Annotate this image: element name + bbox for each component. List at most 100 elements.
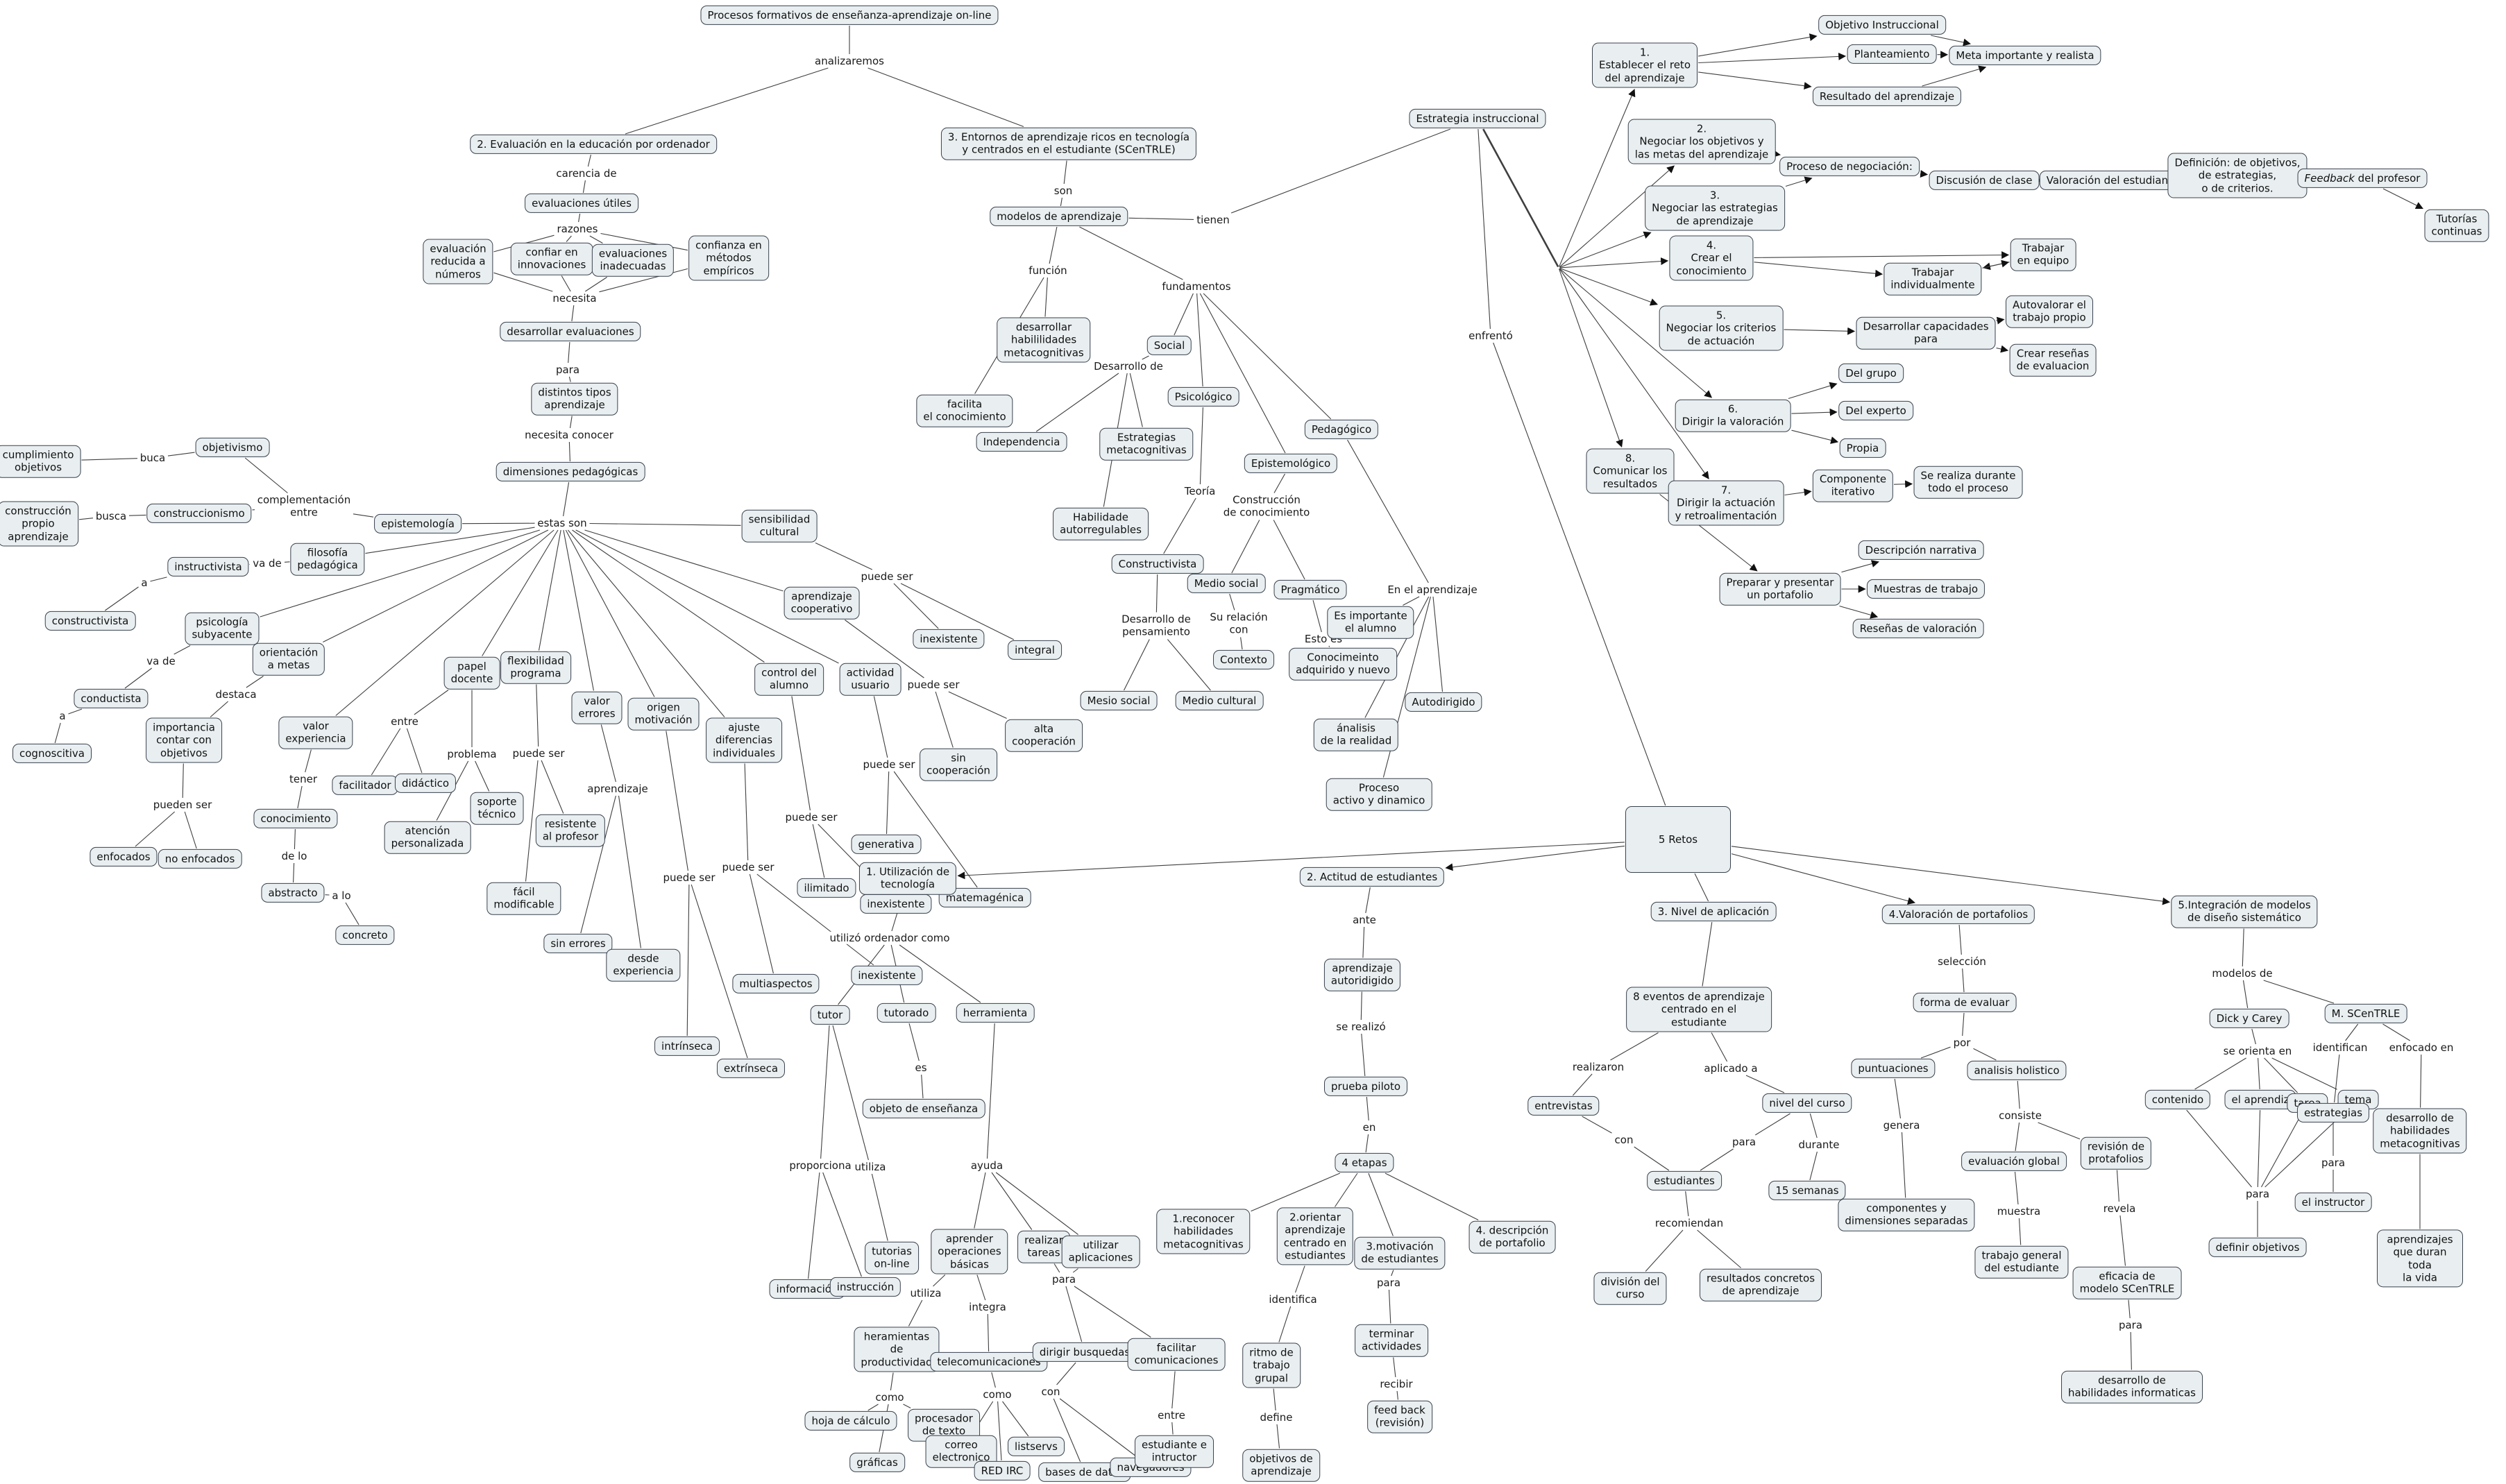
concept-multiaspectos[interactable]: multiaspectos xyxy=(732,973,820,994)
concept-importancia[interactable]: importancia contar con objetivos xyxy=(146,717,222,763)
concept-muestras[interactable]: Muestras de trabajo xyxy=(1866,579,1986,599)
concept-portafolio[interactable]: Preparar y presentar un portafolio xyxy=(1719,572,1841,606)
concept-n3[interactable]: 3. Entornos de aprendizaje ricos en tecn… xyxy=(940,127,1197,160)
concept-correo[interactable]: correo electronico xyxy=(925,1435,997,1468)
concept-puntuaciones[interactable]: puntuaciones xyxy=(1851,1058,1936,1079)
concept-meta[interactable]: Meta importante y realista xyxy=(1949,45,2101,66)
concept-evalutiles[interactable]: evaluaciones útiles xyxy=(525,193,638,214)
concept-tutorado[interactable]: tutorado xyxy=(877,1003,936,1023)
concept-estmeta[interactable]: Estrategias metacognitivas xyxy=(1099,427,1194,461)
concept-confmet[interactable]: confianza en métodos empíricos xyxy=(688,235,769,281)
concept-n2[interactable]: 2. Evaluación en la educación por ordena… xyxy=(470,134,717,155)
concept-intrinseca[interactable]: intrínseca xyxy=(654,1036,720,1057)
concept-feedback[interactable]: Feedback del profesor xyxy=(2297,168,2428,189)
concept-contexto[interactable]: Contexto xyxy=(1213,649,1274,670)
concept-definirobj[interactable]: definir objetivos xyxy=(2208,1237,2307,1258)
concept-procesoactivo[interactable]: Proceso activo y dinamico xyxy=(1326,778,1432,811)
concept-papeldoc[interactable]: papel docente xyxy=(443,656,500,690)
concept-planteamiento[interactable]: Planteamiento xyxy=(1847,44,1937,65)
concept-social[interactable]: Social xyxy=(1146,335,1192,356)
concept-desev[interactable]: desarrollar evaluaciones xyxy=(500,321,641,342)
concept-definicion[interactable]: Definición: de objetivos, de estrategias… xyxy=(2167,153,2308,198)
concept-instruccion[interactable]: instrucción xyxy=(829,1277,901,1297)
concept-deshabinf[interactable]: desarrollo de habilidades informaticas xyxy=(2061,1370,2203,1404)
concept-resultadosconc[interactable]: resultados concretos de aprendizaje xyxy=(1699,1268,1822,1302)
concept-enfocados[interactable]: enfocados xyxy=(90,846,158,867)
concept-estrategia[interactable]: Estrategia instruccional xyxy=(1409,108,1546,129)
concept-deshabmeta[interactable]: desarrollo de habilidades metacognitivas xyxy=(2373,1108,2467,1154)
concept-conocimiento[interactable]: conocimiento xyxy=(253,808,338,829)
concept-hojacalc[interactable]: hoja de cálculo xyxy=(804,1410,897,1431)
concept-aprautod[interactable]: aprendizaje autoridigido xyxy=(1323,958,1401,991)
concept-filoped[interactable]: filosofía pedagógica xyxy=(290,543,365,576)
concept-realizartareas[interactable]: realizar tareas xyxy=(1017,1230,1070,1263)
concept-tutorias2[interactable]: Tutorías continuas xyxy=(2424,209,2489,242)
concept-aprenderop[interactable]: aprender operaciones básicas xyxy=(931,1229,1008,1274)
concept-generativa[interactable]: generativa xyxy=(851,834,922,855)
concept-root[interactable]: Procesos formativos de enseñanza-aprendi… xyxy=(700,5,999,26)
concept-prueba[interactable]: prueba piloto xyxy=(1324,1076,1407,1097)
concept-division[interactable]: división del curso xyxy=(1593,1272,1667,1305)
concept-r6[interactable]: 6. Dirigir la valoración xyxy=(1675,399,1791,432)
concept-inexistenteS[interactable]: inexistente xyxy=(913,629,985,649)
concept-elinstructor[interactable]: el instructor xyxy=(2294,1192,2372,1213)
concept-util[interactable]: 1. Utilización de tecnología xyxy=(858,862,957,895)
concept-abstracto[interactable]: abstracto xyxy=(261,882,325,903)
concept-aprcoop[interactable]: aprendizaje cooperativo xyxy=(784,586,860,620)
concept-evred[interactable]: evaluación reducida a números xyxy=(423,239,493,284)
concept-retos[interactable]: 5 Retos xyxy=(1625,806,1731,873)
concept-contenido[interactable]: contenido xyxy=(2144,1089,2211,1110)
concept-r7[interactable]: 7. Dirigir la actuación y retroalimentac… xyxy=(1668,480,1784,526)
concept-autodirigido[interactable]: Autodirigido xyxy=(1405,692,1482,713)
concept-objetivismo[interactable]: objetivismo xyxy=(195,437,270,458)
concept-estrategias2[interactable]: estrategias xyxy=(2296,1102,2370,1123)
concept-objetoens[interactable]: objeto de enseñanza xyxy=(862,1098,985,1119)
concept-tutor[interactable]: tutor xyxy=(810,1005,850,1025)
concept-discusion[interactable]: Discusión de clase xyxy=(1929,170,2040,191)
concept-actividadusr[interactable]: actividad usuario xyxy=(839,663,901,696)
concept-mediosocial[interactable]: Medio social xyxy=(1187,573,1266,594)
concept-modelos[interactable]: modelos de aprendizaje xyxy=(990,206,1128,227)
concept-valoracion[interactable]: 4.Valoración de portafolios xyxy=(1881,904,2035,925)
concept-sincoop[interactable]: sin cooperación xyxy=(920,748,997,781)
concept-noenfocados[interactable]: no enfocados xyxy=(158,848,242,869)
concept-dirbusq[interactable]: dirigir busquedas xyxy=(1032,1342,1137,1363)
concept-didactico[interactable]: didáctico xyxy=(394,773,457,794)
concept-psicsub[interactable]: psicología subyacente xyxy=(185,612,260,645)
concept-dimped[interactable]: dimensiones pedagógicas xyxy=(496,461,645,482)
concept-semanas[interactable]: 15 semanas xyxy=(1768,1180,1846,1201)
concept-reconocer[interactable]: 1.reconocer habilidades metacognitivas xyxy=(1156,1209,1251,1254)
concept-descap[interactable]: Desarrollar capacidades para xyxy=(1856,316,1996,350)
concept-estudiantes[interactable]: estudiantes xyxy=(1647,1170,1722,1191)
concept-constructivista1[interactable]: constructivista xyxy=(44,611,136,631)
concept-telecom[interactable]: telecomunicaciones xyxy=(930,1351,1048,1372)
concept-esimportante[interactable]: Es importante el alumno xyxy=(1327,606,1414,639)
concept-nivel[interactable]: 3. Nivel de aplicación xyxy=(1650,901,1777,922)
concept-integracion[interactable]: 5.Integración de modelos de diseño siste… xyxy=(2171,895,2318,928)
concept-redirc[interactable]: RED IRC xyxy=(974,1460,1031,1481)
concept-ilimitado[interactable]: ilimitado xyxy=(797,878,856,898)
concept-concreto[interactable]: concreto xyxy=(335,925,395,946)
concept-ajustedif[interactable]: ajuste diferencias individuales xyxy=(706,717,782,763)
concept-consprop[interactable]: construcción propio aprendizaje xyxy=(0,501,78,547)
concept-listservs[interactable]: listservs xyxy=(1008,1436,1065,1457)
concept-trabind[interactable]: Trabajar individualmente xyxy=(1883,262,1982,296)
concept-graficas[interactable]: gráficas xyxy=(849,1452,905,1473)
concept-r4[interactable]: 4. Crear el conocimiento xyxy=(1669,235,1754,281)
concept-descripcion[interactable]: 4. descripción de portafolio xyxy=(1468,1220,1556,1254)
concept-aprendvida[interactable]: aprendizajes que duran toda la vida xyxy=(2377,1229,2463,1288)
concept-dickcarey[interactable]: Dick y Carey xyxy=(2209,1008,2289,1029)
concept-tutoriasonline[interactable]: tutorias on-line xyxy=(865,1241,919,1274)
concept-valorexp[interactable]: valor experiencia xyxy=(278,716,353,749)
concept-proceso[interactable]: Proceso de negociación: xyxy=(1779,156,1920,177)
concept-constructivista2[interactable]: Constructivista xyxy=(1111,554,1204,574)
concept-elaprendiz[interactable]: el aprendiz xyxy=(2224,1089,2296,1110)
concept-formaevaluar[interactable]: forma de evaluar xyxy=(1913,992,2017,1013)
concept-analisis[interactable]: analisis holistico xyxy=(1967,1060,2067,1081)
concept-construccionismo[interactable]: construccionismo xyxy=(146,503,252,524)
concept-r2[interactable]: 2. Negociar los objetivos y las metas de… xyxy=(1627,119,1776,164)
concept-nivelcurso[interactable]: nivel del curso xyxy=(1762,1093,1852,1114)
concept-cognoscitiva[interactable]: cognoscitiva xyxy=(12,743,92,764)
concept-revision[interactable]: revisión de protafolios xyxy=(2080,1136,2152,1170)
concept-senscult[interactable]: sensibilidad cultural xyxy=(741,509,818,543)
